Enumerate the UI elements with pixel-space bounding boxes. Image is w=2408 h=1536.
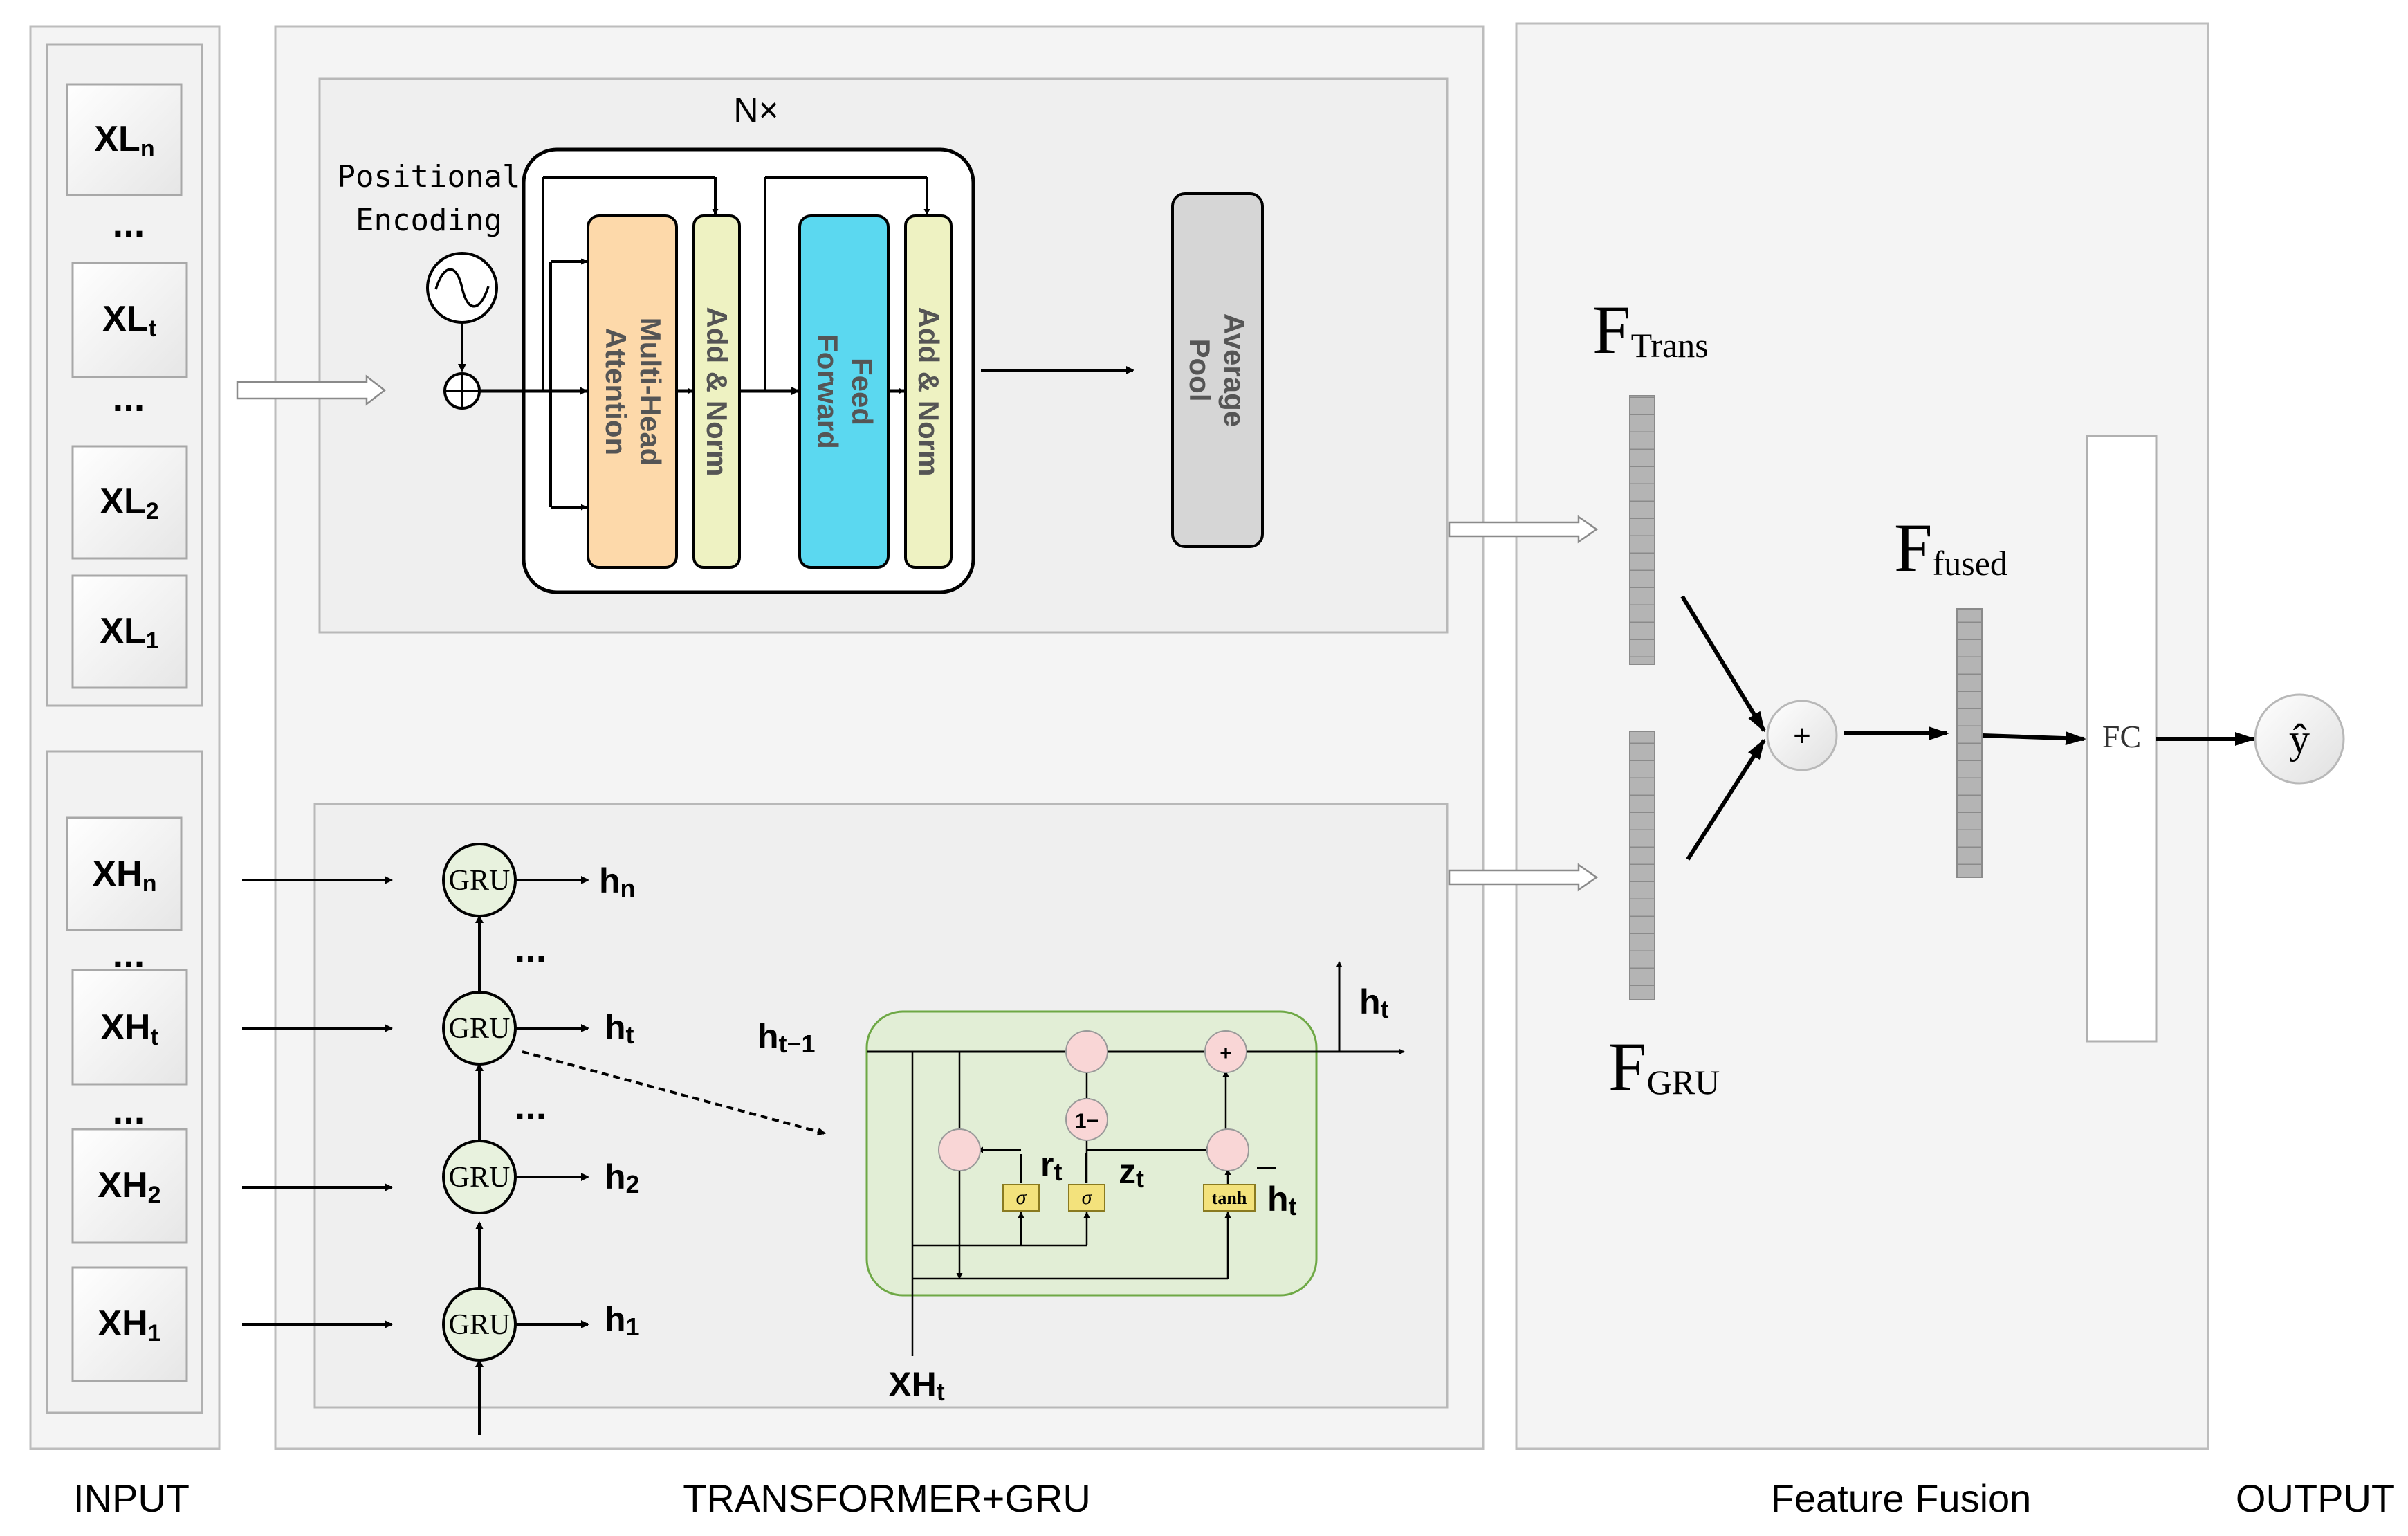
svg-text:Average: Average	[1218, 313, 1251, 427]
svg-text:XH2: XH2	[98, 1165, 160, 1208]
input-box-xh-t: XHt	[71, 969, 188, 1086]
add-icon	[443, 372, 481, 410]
svg-text:+: +	[1220, 1042, 1232, 1065]
svg-text:Feed: Feed	[846, 358, 879, 426]
candidate-state-label: ht	[1267, 1180, 1297, 1220]
f-gru-vector	[1629, 731, 1655, 1000]
add-norm-block: Add & Norm	[904, 214, 953, 569]
svg-text:GRU: GRU	[449, 1309, 511, 1341]
input-box-xl-t: XLt	[71, 262, 188, 378]
ellipsis: ...	[113, 376, 145, 419]
update-gate-label: zt	[1119, 1152, 1144, 1193]
section-label-output: OUTPUT	[2236, 1476, 2395, 1520]
h-prev-label: ht−1	[757, 1017, 816, 1058]
hidden-state-label: h2	[605, 1158, 640, 1198]
svg-text:FC: FC	[2102, 719, 2141, 754]
average-pool-block: Average Pool	[1171, 192, 1264, 548]
hollow-arrow-icon	[1448, 515, 1599, 544]
gru-node: GRU	[442, 1287, 517, 1362]
sine-wave-icon	[426, 252, 498, 324]
input-box-xl-1: XL1	[71, 574, 188, 689]
tanh-gate: tanh	[1203, 1184, 1256, 1212]
ellipsis: ...	[515, 1084, 547, 1128]
cell-input-label: XHt	[888, 1365, 944, 1406]
ellipsis: ...	[113, 932, 145, 976]
svg-text:1−: 1−	[1075, 1110, 1099, 1133]
sigma-gate: σ	[1068, 1184, 1105, 1212]
reset-gate-label: rt	[1040, 1145, 1062, 1186]
multiply-node	[1206, 1128, 1249, 1171]
input-box-xh-2: XH2	[71, 1128, 188, 1244]
multiply-node	[938, 1128, 981, 1171]
svg-text:XH1: XH1	[98, 1304, 160, 1346]
fc-layer: FC	[2086, 435, 2158, 1043]
input-box-xl-n: XLn	[66, 83, 183, 196]
hidden-state-label: h1	[605, 1300, 640, 1341]
svg-text:Add & Norm: Add & Norm	[912, 307, 945, 477]
ellipsis: ...	[113, 201, 145, 245]
svg-text:GRU: GRU	[449, 1013, 511, 1045]
hollow-arrow-icon	[1448, 863, 1599, 892]
add-node: +	[1204, 1030, 1247, 1073]
ellipsis: ...	[113, 1088, 145, 1132]
svg-text:Attention: Attention	[600, 328, 632, 455]
svg-text:σ: σ	[1016, 1186, 1027, 1209]
hidden-state-label: ht	[605, 1008, 634, 1049]
feed-forward-block: Feed Forward	[798, 214, 890, 569]
hidden-state-label: hn	[599, 861, 636, 902]
add-norm-block: Add & Norm	[692, 214, 741, 569]
gru-cell-detail	[865, 1010, 1318, 1297]
svg-text:XHt: XHt	[100, 1007, 158, 1050]
input-box-xh-1: XH1	[71, 1266, 188, 1382]
svg-text:GRU: GRU	[449, 865, 511, 897]
section-label-input: INPUT	[73, 1476, 190, 1520]
section-label-transformer-gru: TRANSFORMER+GRU	[683, 1476, 1091, 1520]
input-box-xl-2: XL2	[71, 445, 188, 560]
svg-text:GRU: GRU	[449, 1162, 511, 1194]
f-fused-label: Ffused	[1894, 509, 2007, 586]
hollow-arrow-icon	[236, 374, 387, 406]
multiply-node	[1065, 1030, 1108, 1073]
section-label-feature-fusion: Feature Fusion	[1771, 1476, 2032, 1520]
one-minus-node: 1−	[1065, 1098, 1108, 1141]
input-box-xh-n: XHn	[66, 816, 183, 931]
svg-text:+: +	[1793, 719, 1811, 753]
h-out-label: ht	[1359, 982, 1389, 1023]
f-fused-vector	[1956, 608, 1983, 878]
gru-node: GRU	[442, 1140, 517, 1214]
f-trans-vector	[1629, 395, 1655, 665]
svg-text:tanh: tanh	[1212, 1188, 1247, 1208]
svg-text:Forward: Forward	[811, 334, 844, 449]
gru-node: GRU	[442, 843, 517, 917]
add-icon: +	[1766, 700, 1838, 771]
svg-text:XL1: XL1	[100, 611, 158, 654]
svg-text:XL2: XL2	[100, 482, 158, 524]
svg-text:Multi-Head: Multi-Head	[634, 318, 667, 466]
multi-head-attention-block: Multi-Head Attention	[587, 214, 678, 569]
positional-encoding-label: Positional	[338, 159, 521, 194]
f-trans-label: FTrans	[1592, 291, 1709, 368]
svg-text:ŷ: ŷ	[2289, 716, 2310, 762]
f-gru-label: FGRU	[1608, 1028, 1720, 1105]
positional-encoding-label: Encoding	[356, 203, 502, 238]
svg-text:Pool: Pool	[1184, 339, 1216, 402]
repeat-label: N×	[733, 91, 778, 129]
svg-text:XLn: XLn	[94, 119, 154, 162]
output-node: ŷ	[2254, 693, 2345, 785]
sigma-gate: σ	[1002, 1184, 1040, 1212]
svg-text:XHn: XHn	[92, 854, 156, 897]
svg-text:XLt: XLt	[102, 299, 156, 342]
gru-node: GRU	[442, 991, 517, 1066]
svg-text:Add & Norm: Add & Norm	[701, 307, 733, 477]
svg-text:σ: σ	[1082, 1186, 1093, 1209]
expansion-arrow	[522, 1050, 826, 1136]
ellipsis: ...	[515, 926, 547, 970]
